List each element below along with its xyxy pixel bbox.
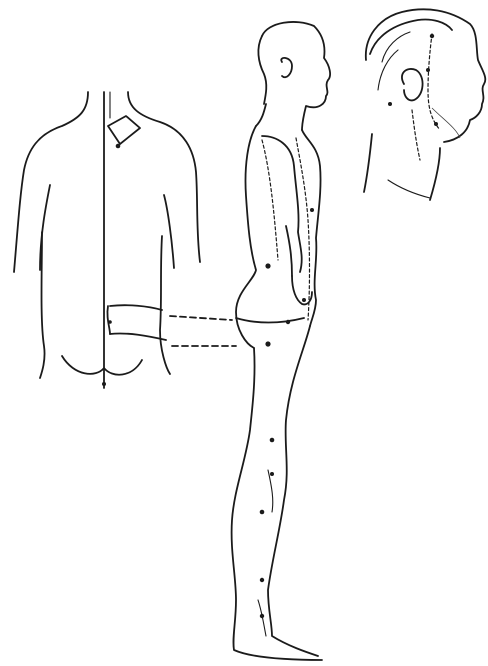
back-belt-upper [110,305,162,310]
side-back-outline [236,126,256,348]
back-belt-left [107,306,110,334]
side-neck-back [256,104,266,126]
back-outline-right [128,92,200,262]
back-buttocks-line [62,356,142,375]
side-leg-back [232,348,322,660]
back-outline-left [14,92,88,272]
side-meridian-arm [262,140,278,260]
head-view [364,9,485,200]
side-acupoint [302,298,306,302]
back-acupoint [108,320,112,324]
head-neck-back [364,134,372,192]
side-acupoint [265,341,270,346]
side-acupoint [286,320,290,324]
side-arm-inner [286,226,292,276]
side-acupoint [260,510,265,515]
side-acupoint [260,578,264,582]
head-outline [366,9,486,142]
head-hair-stroke [378,50,398,90]
connector-line-upper [170,316,232,320]
head-meridian-line [428,34,440,130]
head-hairline [370,19,452,54]
side-acupoint [310,208,314,212]
back-acupoint [102,382,106,386]
back-shoulder-mark [108,116,140,144]
side-acupoint [260,614,264,618]
side-hair-back [258,36,266,104]
head-acupoint [388,102,392,106]
head-acupoint [430,34,434,38]
side-head-outline [262,22,330,130]
side-arm-outline [262,136,302,272]
side-view [232,22,330,660]
side-acupoint [270,438,275,443]
side-leg-front [268,326,318,656]
head-meridian-line [412,110,420,160]
side-acupoint [270,472,274,476]
back-view [14,92,200,388]
back-acupoint [116,144,121,149]
back-belt-lower [110,333,166,340]
head-acupoint [434,122,438,126]
head-neck-front [430,148,440,200]
back-right-arm-inner [164,195,174,268]
head-ear [402,69,423,100]
side-knee-line [268,470,273,512]
head-neck-line [388,180,430,198]
side-acupoint [265,263,270,268]
side-belt [236,318,304,323]
head-hair-stroke [382,32,410,62]
back-torso-right-side [160,236,170,374]
side-ear [281,58,292,77]
head-acupoint [426,68,430,72]
